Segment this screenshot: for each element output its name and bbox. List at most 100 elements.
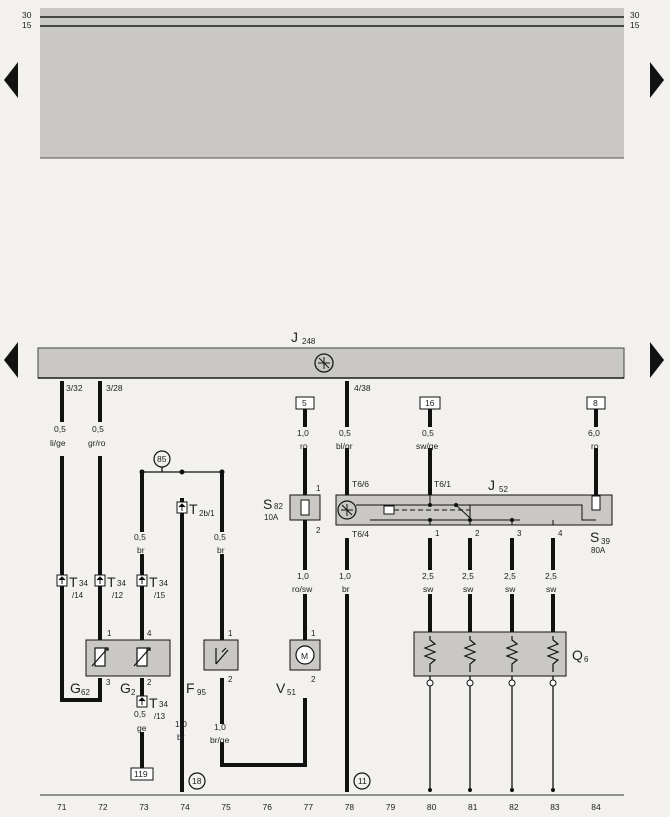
t34-15-pin: /15 <box>154 591 166 600</box>
top-panel <box>40 8 624 158</box>
w84-color: ro <box>591 441 599 451</box>
pin-4-38: 4/38 <box>354 383 371 393</box>
v51-pin-2: 2 <box>311 675 316 684</box>
g2-label: G <box>120 680 131 696</box>
w78-color: bl/gr <box>336 441 353 451</box>
module-j248-sub: 248 <box>302 337 316 346</box>
t34-12-sub: 34 <box>117 579 126 588</box>
track-number: 71 <box>57 802 67 812</box>
box-119: 119 <box>134 769 148 779</box>
module-j248-symbol <box>314 353 334 373</box>
module-j248-label: J <box>291 329 298 345</box>
t34-14-label: T <box>69 574 78 590</box>
s82-sub: 82 <box>274 502 283 511</box>
w74-size: 1,0 <box>175 719 187 729</box>
v51-pin-1: 1 <box>311 629 316 638</box>
g2-sub: 2 <box>131 688 136 697</box>
j52-label: J <box>488 477 495 493</box>
q82-size: 2,5 <box>504 571 516 581</box>
track-number: 84 <box>591 802 601 812</box>
pin-3-32: 3/32 <box>66 383 83 393</box>
s39-amp: 80A <box>591 546 606 555</box>
q6-label: Q <box>572 647 583 663</box>
prev-page-arrow-top[interactable] <box>4 62 18 98</box>
t34-15-label: T <box>149 574 158 590</box>
w73-color: br <box>137 545 145 555</box>
rail-30-label-left: 30 <box>22 10 32 20</box>
t34-13-pin: /13 <box>154 712 166 721</box>
g62-pin-1: 1 <box>107 629 112 638</box>
w84-size: 6,0 <box>588 428 600 438</box>
track-number: 80 <box>427 802 437 812</box>
w77b-color: ro/sw <box>292 584 313 594</box>
w75-color: br <box>217 545 225 555</box>
t34-13-label: T <box>149 695 158 711</box>
j52-pin-4: 4 <box>558 529 563 538</box>
track-number: 75 <box>221 802 231 812</box>
circle-85: 85 <box>157 454 167 464</box>
box-16: 16 <box>425 398 435 408</box>
t34-14-sub: 34 <box>79 579 88 588</box>
w75-size: 0,5 <box>214 532 226 542</box>
track-number: 72 <box>98 802 108 812</box>
box-5: 5 <box>302 398 307 408</box>
t34-12-label: T <box>107 574 116 590</box>
v51-sub: 51 <box>287 688 296 697</box>
w77-size: 1,0 <box>297 428 309 438</box>
motor-m-symbol: M <box>301 651 308 661</box>
next-page-arrow-top[interactable] <box>650 62 664 98</box>
q81-size: 2,5 <box>462 571 474 581</box>
w75b-size: 1,0 <box>214 722 226 732</box>
s39-sub: 39 <box>601 537 610 546</box>
track-number: 73 <box>139 802 149 812</box>
j52-pin-1: 1 <box>435 529 440 538</box>
w77b-size: 1,0 <box>297 571 309 581</box>
next-page-arrow-bottom[interactable] <box>650 342 664 378</box>
t34-13-sub: 34 <box>159 700 168 709</box>
circle-11: 11 <box>358 776 367 786</box>
w73b-size: 0,5 <box>134 709 146 719</box>
switch-f95 <box>203 639 239 671</box>
w72-color: gr/ro <box>88 438 106 448</box>
module-j248 <box>37 347 625 379</box>
w75b-color: br/ge <box>210 735 230 745</box>
w78b-size: 1,0 <box>339 571 351 581</box>
w78b-color: br <box>342 584 350 594</box>
w80-color: sw/ge <box>416 441 438 451</box>
t6-6-label: T6/6 <box>352 479 369 489</box>
wire-75 <box>220 470 307 767</box>
t6-4-label: T6/4 <box>352 529 369 539</box>
box-8: 8 <box>593 398 598 408</box>
f95-label: F <box>186 680 195 696</box>
q6-sub: 6 <box>584 655 589 664</box>
j52-pin-3: 3 <box>517 529 522 538</box>
q83-size: 2,5 <box>545 571 557 581</box>
w71-color: li/ge <box>50 438 66 448</box>
g62-pin-3: 3 <box>106 678 111 687</box>
rail-15-label-right: 15 <box>630 20 640 30</box>
glow-plugs-q6 <box>413 631 567 677</box>
w71-size: 0,5 <box>54 424 66 434</box>
w72-size: 0,5 <box>92 424 104 434</box>
g2-pin-2: 2 <box>147 678 152 687</box>
track-number: 77 <box>304 802 314 812</box>
w77-color: ro <box>300 441 308 451</box>
s82-pin-2: 2 <box>316 526 321 535</box>
g62-sub: 62 <box>81 688 90 697</box>
f95-pin-1: 1 <box>228 629 233 638</box>
q80-size: 2,5 <box>422 571 434 581</box>
track-number: 81 <box>468 802 478 812</box>
pin-3-28: 3/28 <box>106 383 123 393</box>
s82-amp: 10A <box>264 513 279 522</box>
prev-page-arrow-bottom[interactable] <box>4 342 18 378</box>
f95-sub: 95 <box>197 688 206 697</box>
track-number: 78 <box>345 802 355 812</box>
q81-color: sw <box>463 584 474 594</box>
w80-size: 0,5 <box>422 428 434 438</box>
q82-color: sw <box>505 584 516 594</box>
t6-1-label: T6/1 <box>434 479 451 489</box>
q83-color: sw <box>546 584 557 594</box>
